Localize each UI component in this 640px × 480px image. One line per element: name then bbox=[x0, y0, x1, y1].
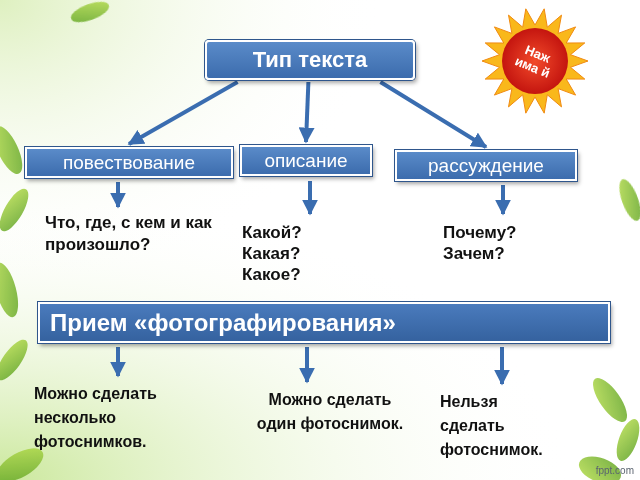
down-arrow bbox=[116, 347, 120, 376]
question-text: Что, где, с кем и как произошло? bbox=[45, 212, 235, 256]
down-arrow bbox=[305, 347, 309, 382]
sun-button: Наж има й bbox=[480, 6, 590, 116]
down-arrow bbox=[116, 182, 120, 207]
type-arrow bbox=[129, 82, 238, 144]
text-type-box: описание bbox=[240, 145, 372, 176]
node-text: Тип текста bbox=[253, 47, 368, 73]
node-text: рассуждение bbox=[428, 155, 544, 177]
question-text: Почему? Зачем? bbox=[443, 222, 553, 264]
question-text: Какой? Какая? Какое? bbox=[242, 222, 342, 285]
answer-text: Можно сделать несколько фотоснимков. bbox=[34, 382, 204, 454]
type-arrow bbox=[380, 82, 486, 147]
text-type-box: рассуждение bbox=[395, 150, 577, 181]
text-type-box: повествование bbox=[25, 147, 233, 178]
watermark: fppt.com bbox=[596, 465, 634, 477]
technique-band: Прием «фотографирования» bbox=[38, 302, 610, 343]
answer-text: Можно сделать один фотоснимок. bbox=[250, 388, 410, 436]
down-arrow bbox=[500, 347, 504, 384]
down-arrow bbox=[118, 181, 503, 384]
corner-glow bbox=[0, 160, 640, 480]
sun-rays bbox=[482, 9, 588, 113]
sun-disc bbox=[502, 28, 568, 94]
title-box: Тип текста bbox=[205, 40, 415, 80]
node-text: Прием «фотографирования» bbox=[50, 309, 396, 337]
down-arrow bbox=[308, 181, 312, 214]
answer-text: Нельзя сделать фотоснимок. bbox=[440, 390, 565, 462]
node-text: повествование bbox=[63, 152, 195, 174]
node-text: описание bbox=[264, 150, 347, 172]
down-arrow bbox=[501, 185, 505, 214]
type-arrow bbox=[306, 82, 308, 142]
